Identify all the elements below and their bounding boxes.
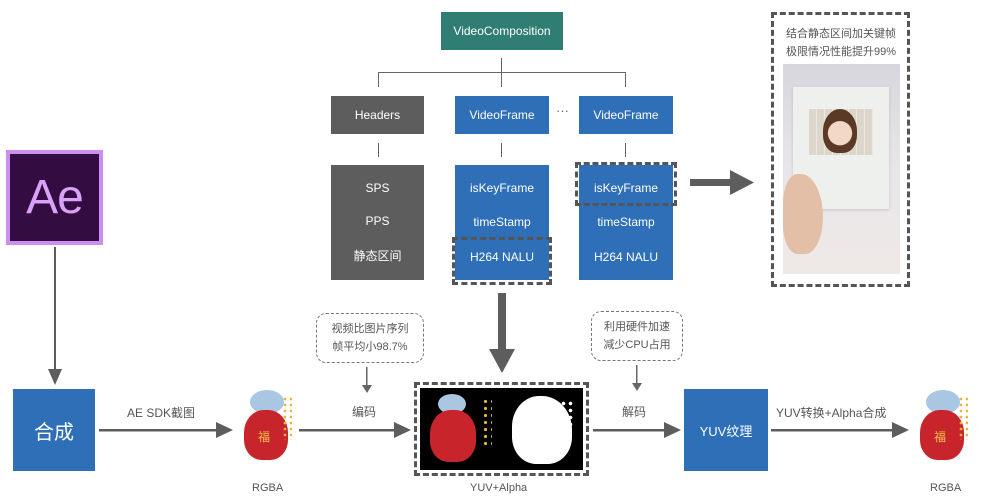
field-static-range: 静态区间 <box>353 249 402 264</box>
video-frame-label-2: VideoFrame <box>593 108 659 122</box>
video-frame-label-1: VideoFrame <box>469 108 535 122</box>
preview-callout <box>771 12 910 287</box>
compose-node: 合成 <box>13 389 95 471</box>
yuv-gold-branch <box>482 398 492 448</box>
connector-root-down <box>501 58 502 73</box>
ellipsis: ··· <box>556 103 569 118</box>
headers-label: Headers <box>354 108 401 122</box>
encode-note: 视频比图片序列 帧平均小98.7% <box>316 313 424 363</box>
video-composition-node: VideoComposition <box>441 12 563 50</box>
yuv-lucky-bag <box>430 410 476 462</box>
arrow-yuv-to-texture <box>593 422 681 438</box>
yuv-alpha-image <box>420 388 583 470</box>
field-h264-nalu-2: H264 NALU <box>593 249 659 264</box>
field-iskeyframe-1: isKeyFrame <box>469 181 534 196</box>
arrow-texture-to-rgba <box>771 422 909 438</box>
connector-frame2 <box>625 72 626 87</box>
field-timestamp-2: timeStamp <box>597 215 655 230</box>
decode-note-line2: 减少CPU占用 <box>603 339 671 351</box>
rgba-input-label: RGBA <box>252 482 284 494</box>
gold-branch <box>282 396 292 440</box>
preview-callout-line1: 结合静态区间加关键帧 <box>786 28 896 40</box>
connector-headers <box>378 72 379 87</box>
field-pps: PPS <box>365 213 390 228</box>
lucky-bag-out <box>920 410 964 460</box>
lucky-bag <box>244 410 288 460</box>
connector-frame1-fields <box>501 143 502 157</box>
rgba-output-label: RGBA <box>930 482 962 494</box>
connector-frame2-fields <box>625 143 626 157</box>
photo-card <box>793 87 889 209</box>
rgba-input-image: 福 <box>238 388 294 466</box>
arrow-decode-note <box>632 365 642 391</box>
video-frame-node-1: VideoFrame <box>455 96 549 134</box>
after-effects-icon-text: Ae <box>26 171 84 224</box>
arrow-rgba-to-yuv <box>299 422 411 438</box>
rgba-output-image: 福 <box>914 388 970 466</box>
gold-branch-out <box>958 396 968 440</box>
encode-label: 编码 <box>352 405 377 419</box>
arrow-compose-to-rgba <box>99 422 233 438</box>
portrait-face <box>823 109 857 153</box>
yuv-alpha-frame <box>414 382 589 476</box>
headers-node: Headers <box>331 96 424 134</box>
decode-label: 解码 <box>622 405 647 419</box>
connector-frame1 <box>501 72 502 87</box>
after-effects-icon: Ae <box>6 150 103 245</box>
preview-callout-text: 结合静态区间加关键帧 极限情况性能提升99% <box>776 25 906 61</box>
arrow-encode-note <box>362 367 372 393</box>
frame2-fields: isKeyFrame timeStamp H264 NALU <box>579 165 673 280</box>
encode-note-line1: 视频比图片序列 <box>331 323 409 335</box>
preview-image <box>783 64 900 274</box>
frame1-fields: isKeyFrame timeStamp H264 NALU <box>455 165 549 280</box>
compose-label: 合成 <box>34 421 74 444</box>
fu-character: 福 <box>258 430 271 444</box>
arrow-to-preview <box>690 170 754 195</box>
video-composition-label: VideoComposition <box>453 24 551 38</box>
convert-label: YUV转换+Alpha合成 <box>776 406 887 420</box>
h264-nalu-highlight <box>452 237 552 285</box>
arrow-ae-to-compose <box>48 247 62 385</box>
fu-character-out: 福 <box>934 430 947 444</box>
decode-note-line1: 利用硬件加速 <box>603 321 670 333</box>
field-iskeyframe-2: isKeyFrame <box>593 181 658 196</box>
hand-image <box>783 174 823 254</box>
ae-sdk-label: AE SDK截图 <box>127 406 196 420</box>
field-sps: SPS <box>365 180 390 195</box>
arrow-nalu-to-yuv <box>489 293 515 373</box>
alpha-mask-branch <box>560 400 574 430</box>
preview-callout-line2: 极限情况性能提升99% <box>785 46 896 58</box>
field-timestamp-1: timeStamp <box>473 215 531 230</box>
decode-note: 利用硬件加速 减少CPU占用 <box>591 311 683 361</box>
yuv-alpha-label: YUV+Alpha <box>470 482 528 494</box>
iskeyframe-highlight <box>575 162 677 206</box>
video-frame-node-2: VideoFrame <box>579 96 673 134</box>
yuv-mouse-head <box>438 394 466 414</box>
yuv-texture-label: YUV纹理 <box>699 423 753 439</box>
yuv-texture-node: YUV纹理 <box>684 389 768 471</box>
field-h264-nalu-1: H264 NALU <box>469 249 535 264</box>
encode-note-line2: 帧平均小98.7% <box>332 341 408 353</box>
headers-fields: SPS PPS 静态区间 <box>331 165 424 280</box>
connector-headers-fields <box>378 143 379 157</box>
